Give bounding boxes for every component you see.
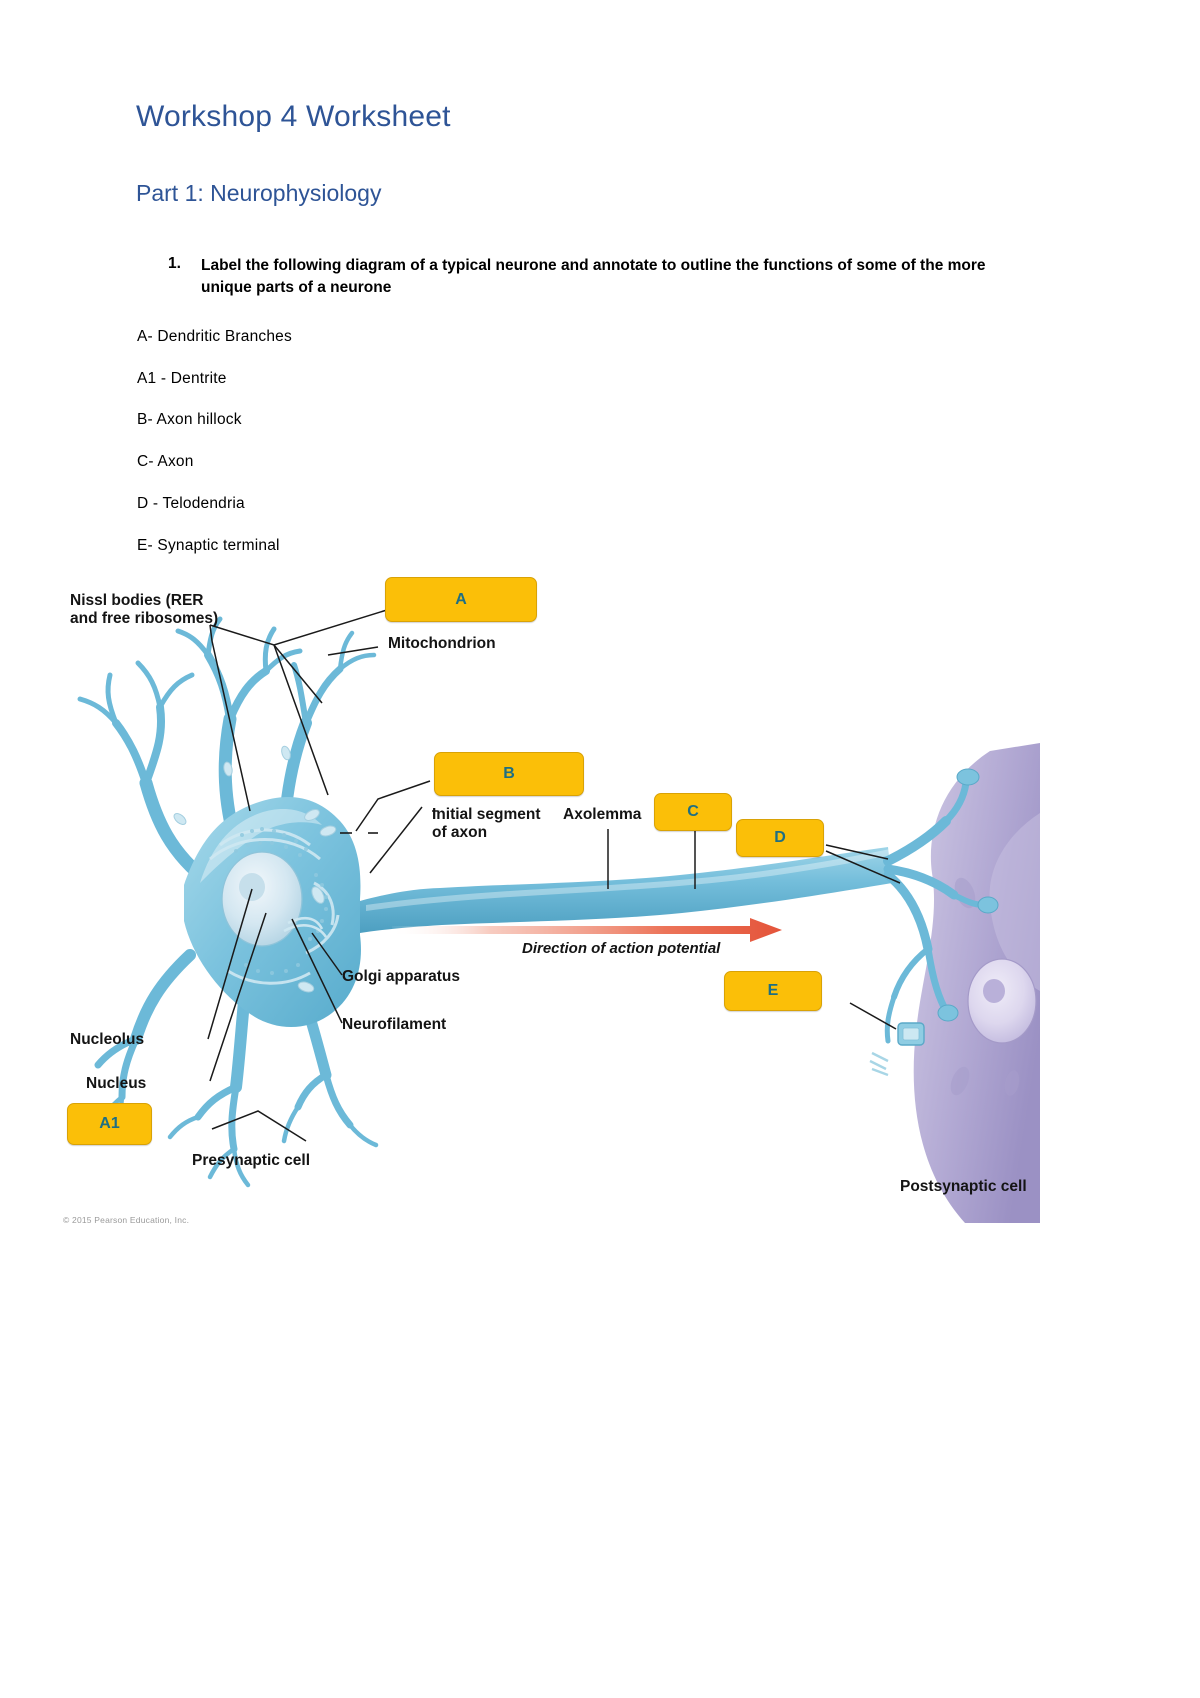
- label-nucleolus: Nucleolus: [70, 1031, 145, 1048]
- nissl-bodies-dots: [234, 827, 328, 975]
- question-text: Label the following diagram of a typical…: [201, 257, 986, 297]
- answer-line-a1: A1 - Dentrite: [137, 370, 227, 387]
- page-title: Workshop 4 Worksheet: [136, 100, 451, 133]
- label-initial-segment: Initial segment of axon: [432, 806, 541, 842]
- postsynaptic-cell-shape: [913, 743, 1040, 1223]
- answer-line-d: D - Telodendria: [137, 495, 245, 512]
- neuron-diagram: [60, 583, 1040, 1243]
- answer-line-c: C- Axon: [137, 453, 194, 470]
- figure-credit: © 2015 Pearson Education, Inc.: [63, 1215, 190, 1225]
- label-nissl-bodies: Nissl bodies (RER and free ribosomes): [70, 592, 219, 628]
- section-heading: Part 1: Neurophysiology: [136, 180, 382, 206]
- callout-box-d[interactable]: D: [736, 819, 824, 857]
- label-axolemma: Axolemma: [563, 806, 642, 823]
- action-potential-arrow: [392, 918, 782, 942]
- synaptic-terminal-shapes: [869, 768, 999, 1077]
- callout-box-a[interactable]: A: [385, 577, 537, 622]
- neuron-illustration-svg: [77, 608, 1040, 1223]
- callout-box-e[interactable]: E: [724, 971, 822, 1011]
- soma-and-dendrites-shape: [77, 616, 379, 1188]
- mitochondria-shapes: [173, 745, 337, 993]
- label-presynaptic-cell: Presynaptic cell: [192, 1152, 311, 1169]
- label-neurofilament: Neurofilament: [342, 1016, 447, 1033]
- label-mitochondrion: Mitochondrion: [388, 635, 496, 652]
- leader-lines: [207, 608, 901, 1142]
- question-number: 1.: [168, 255, 181, 272]
- label-postsynaptic-cell: Postsynaptic cell: [900, 1178, 1027, 1195]
- answer-line-e: E- Synaptic terminal: [137, 537, 280, 554]
- label-direction-of-action-potential: Direction of action potential: [522, 940, 721, 957]
- axon-shape: [360, 847, 892, 933]
- callout-box-a1[interactable]: A1: [67, 1103, 152, 1145]
- answer-line-b: B- Axon hillock: [137, 411, 242, 428]
- answer-line-a: A- Dendritic Branches: [137, 328, 292, 345]
- callout-box-c[interactable]: C: [654, 793, 732, 831]
- label-golgi-apparatus: Golgi apparatus: [342, 968, 460, 985]
- label-nucleus: Nucleus: [86, 1075, 147, 1092]
- callout-box-b[interactable]: B: [434, 752, 584, 796]
- golgi-shape: [283, 916, 328, 938]
